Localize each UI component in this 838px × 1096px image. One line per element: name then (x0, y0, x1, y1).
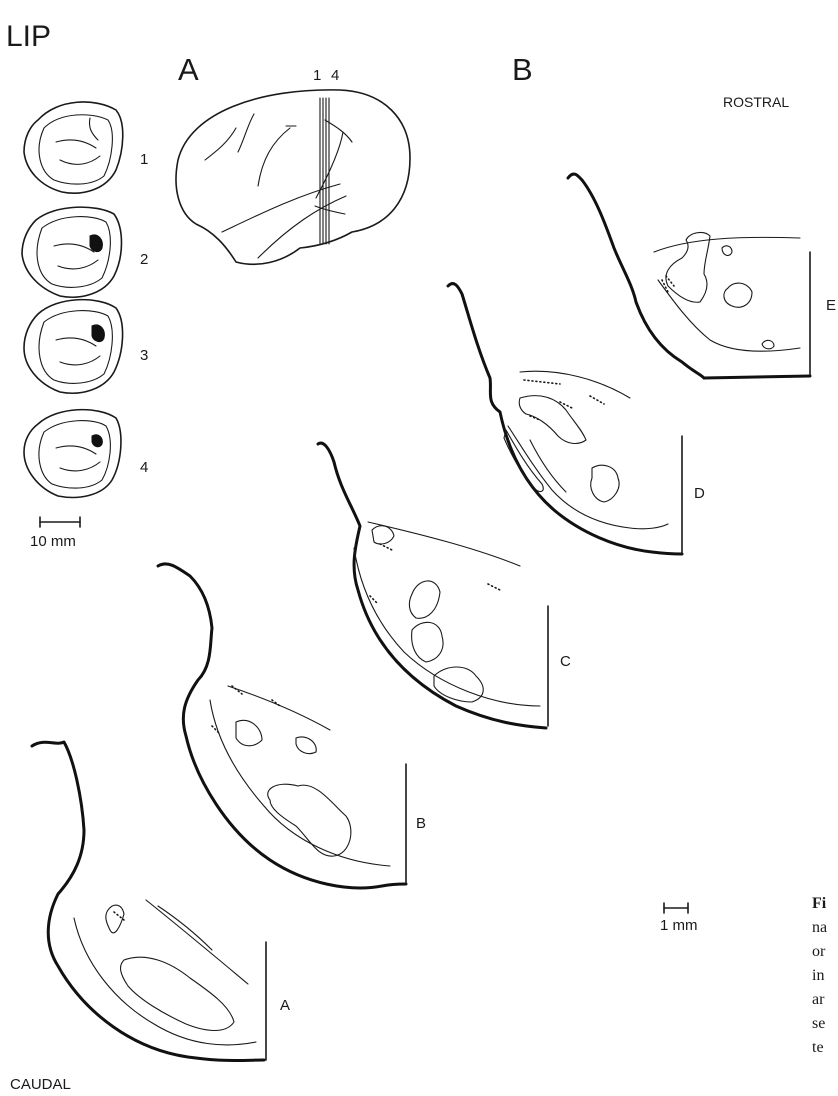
section-label-b: B (416, 815, 426, 832)
coronal-section-label-2: 2 (140, 251, 148, 268)
section-label-c: C (560, 653, 571, 670)
caption-fragment-3: or (812, 943, 826, 960)
enlarged-section-b: B (158, 564, 426, 888)
enlarged-section-d: D (448, 284, 705, 554)
coronal-section-label-3: 3 (140, 347, 148, 364)
coronal-section-4: 4 (24, 410, 148, 498)
coronal-section-label-4: 4 (140, 459, 148, 476)
scale-bar-1mm: 1 mm (660, 903, 698, 934)
lateral-brain-drawing: 1 4 (176, 67, 410, 264)
figure-title: LIP (6, 20, 51, 53)
coronal-section-1: 1 (24, 102, 148, 193)
coronal-section-3: 3 (24, 300, 148, 394)
caption-fragment-7: te (812, 1039, 824, 1056)
caption-fragment-1: Fi (812, 895, 827, 912)
coronal-section-label-1: 1 (140, 151, 148, 168)
panel-a-label: A (178, 52, 199, 87)
rostral-label: ROSTRAL (723, 94, 789, 110)
section-line-last-label: 4 (331, 67, 339, 84)
section-label-a: A (280, 997, 290, 1014)
scale-bar-1mm-label: 1 mm (660, 917, 698, 934)
cropped-caption: Fi na or in ar se te (812, 895, 827, 1056)
enlarged-section-e: E (568, 174, 836, 378)
panel-b-label: B (512, 52, 533, 87)
scale-bar-10mm-label: 10 mm (30, 533, 76, 550)
caption-fragment-6: se (812, 1015, 825, 1032)
caudal-label: CAUDAL (10, 1076, 71, 1093)
caption-fragment-2: na (812, 919, 827, 936)
caption-fragment-5: ar (812, 991, 825, 1008)
section-label-d: D (694, 485, 705, 502)
section-label-e: E (826, 297, 836, 314)
coronal-section-2: 2 (22, 207, 148, 297)
caption-fragment-4: in (812, 967, 824, 984)
section-line-first-label: 1 (313, 67, 321, 84)
scale-bar-10mm: 10 mm (30, 517, 80, 550)
